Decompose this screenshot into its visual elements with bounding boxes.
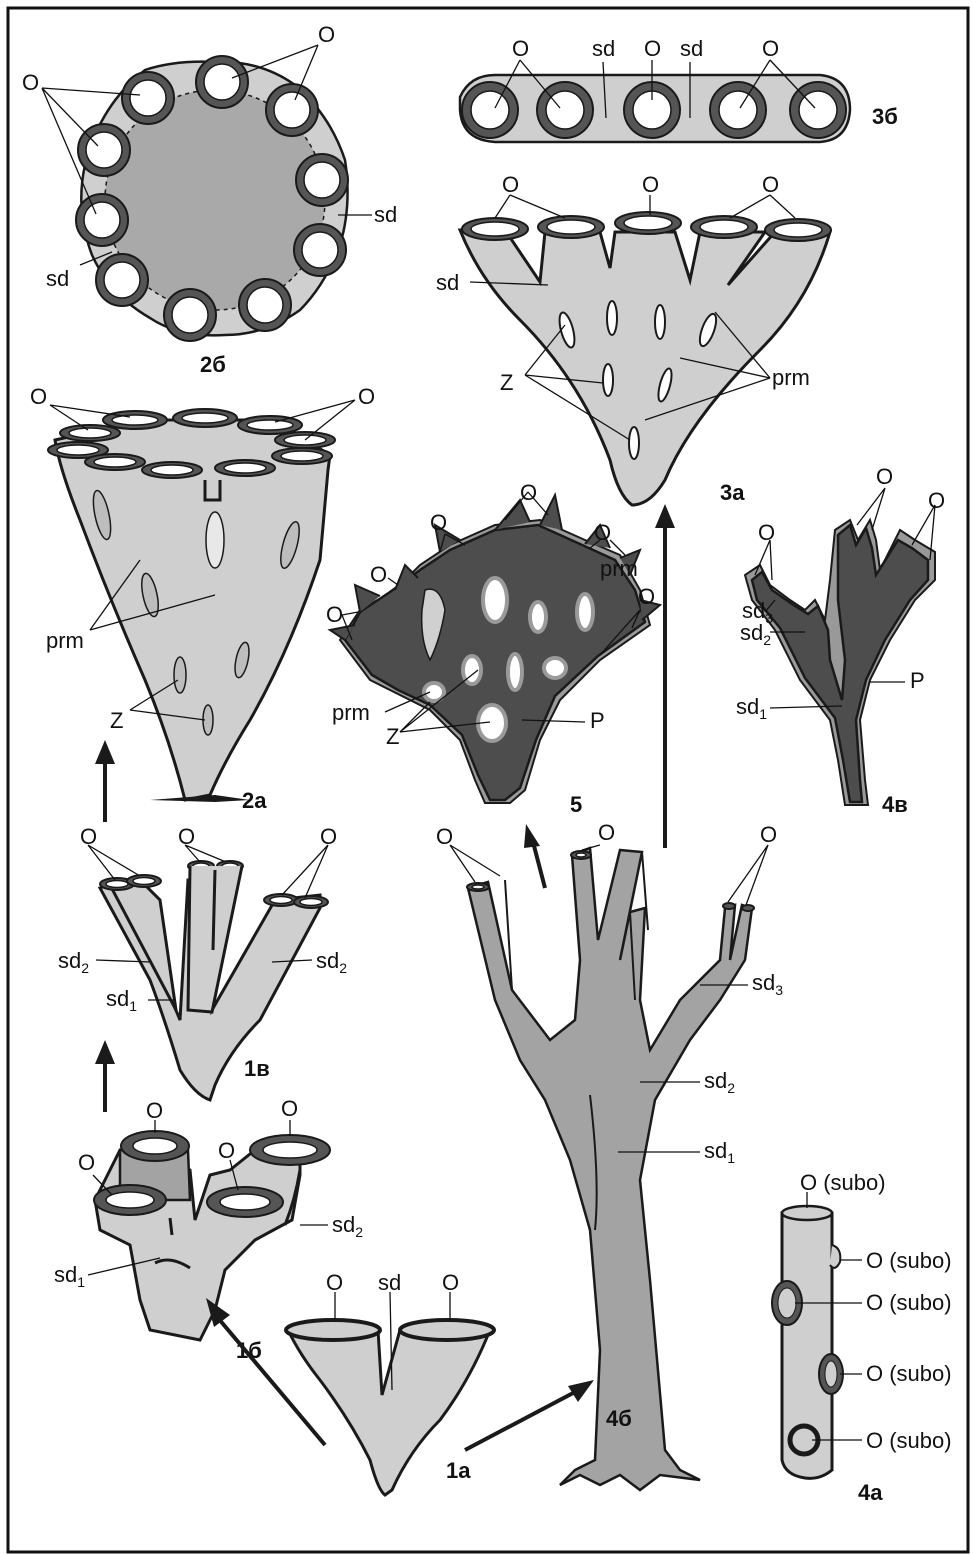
fig-2a-colony — [48, 400, 355, 802]
label-sd1-4v: sd1 — [736, 694, 767, 722]
fig-3b-cross-section — [460, 60, 850, 142]
fig-label-5: 5 — [570, 792, 582, 817]
label-sd-2b-left: sd — [46, 266, 69, 291]
label-o-1v-3: O — [320, 824, 337, 849]
fig-label-4a: 4a — [858, 1480, 883, 1505]
label-sd2-4b: sd2 — [704, 1068, 735, 1096]
label-o-5-5: O — [326, 602, 343, 627]
label-o-5-3: O — [594, 520, 611, 545]
label-o-1b-1: O — [146, 1098, 163, 1123]
label-p-5: P — [590, 708, 605, 733]
label-o-3b-1: O — [512, 36, 529, 61]
label-subo-4a-1: O (subo) — [800, 1170, 886, 1195]
label-o-1b-2: O — [281, 1096, 298, 1121]
label-o-1b-4: O — [218, 1138, 235, 1163]
fig-4a-branch — [772, 1192, 862, 1478]
label-o-4v-2: O — [928, 488, 945, 513]
label-o-3b-2: O — [644, 36, 661, 61]
label-o-1v-1: O — [80, 824, 97, 849]
fig-3a-colony — [460, 195, 831, 505]
label-subo-4a-2: O (subo) — [866, 1248, 952, 1273]
label-p-4v: P — [910, 668, 925, 693]
label-prm-2a: prm — [46, 628, 84, 653]
fig-label-2b: 2б — [200, 352, 226, 377]
label-sd2-1b: sd2 — [332, 1212, 363, 1240]
label-subo-4a-4: O (subo) — [866, 1361, 952, 1386]
fig-4b-colony — [450, 845, 768, 1490]
fig-label-3a: 3a — [720, 480, 745, 505]
fig-2b-cross-section — [42, 45, 372, 341]
label-o-4v-3: O — [758, 520, 775, 545]
label-o-4v-1: O — [876, 464, 893, 489]
label-o-4b-1: O — [436, 824, 453, 849]
label-subo-4a-5: O (subo) — [866, 1428, 952, 1453]
fig-label-1v: 1в — [244, 1056, 270, 1081]
label-o-4b-2: O — [598, 820, 615, 845]
label-o-3a-2: O — [642, 172, 659, 197]
fig-label-4v: 4в — [882, 792, 908, 817]
fig-label-1a: 1a — [446, 1458, 471, 1483]
label-sd1-1v: sd1 — [106, 986, 137, 1014]
label-prm-3a: prm — [772, 365, 810, 390]
label-o-1a-2: O — [442, 1270, 459, 1295]
label-sd-3b-2: sd — [680, 36, 703, 61]
label-prm-5-l: prm — [332, 700, 370, 725]
label-o-1v-2: O — [178, 824, 195, 849]
label-o-1b-3: O — [78, 1150, 95, 1175]
label-o-2b-top: O — [318, 22, 335, 47]
label-o-3a-1: O — [502, 172, 519, 197]
label-o-5-6: O — [638, 584, 655, 609]
label-prm-5-r: prm — [600, 556, 638, 581]
label-sd-2b: sd — [374, 202, 397, 227]
label-o-3a-3: O — [762, 172, 779, 197]
fig-label-2a: 2a — [242, 788, 267, 813]
fig-1v-colony — [88, 845, 328, 1100]
label-sd1-4b: sd1 — [704, 1138, 735, 1166]
label-o-3b-3: O — [762, 36, 779, 61]
label-o-5-4: O — [370, 562, 387, 587]
label-o-5-1: O — [430, 510, 447, 535]
fig-label-4b: 4б — [606, 1406, 632, 1431]
label-sd2-1v-l: sd2 — [58, 948, 89, 976]
label-o-4b-3: O — [760, 822, 777, 847]
label-o-2b: O — [22, 70, 39, 95]
label-z-3a: Z — [500, 370, 513, 395]
label-sd-3a: sd — [436, 270, 459, 295]
label-o-2a-l: O — [30, 384, 47, 409]
label-subo-4a-3: O (subo) — [866, 1290, 952, 1315]
fig-label-3b: 3б — [872, 104, 898, 129]
label-z-5: Z — [386, 724, 399, 749]
label-o-5-2: O — [520, 480, 537, 505]
label-o-2a-r: O — [358, 384, 375, 409]
label-sd-3b-1: sd — [592, 36, 615, 61]
label-sd-1a: sd — [378, 1270, 401, 1295]
label-o-1a-1: O — [326, 1270, 343, 1295]
label-z-2a: Z — [110, 708, 123, 733]
label-sd3-4b: sd3 — [752, 970, 783, 998]
label-sd1-1b: sd1 — [54, 1262, 85, 1290]
label-sd2-1v-r: sd2 — [316, 948, 347, 976]
